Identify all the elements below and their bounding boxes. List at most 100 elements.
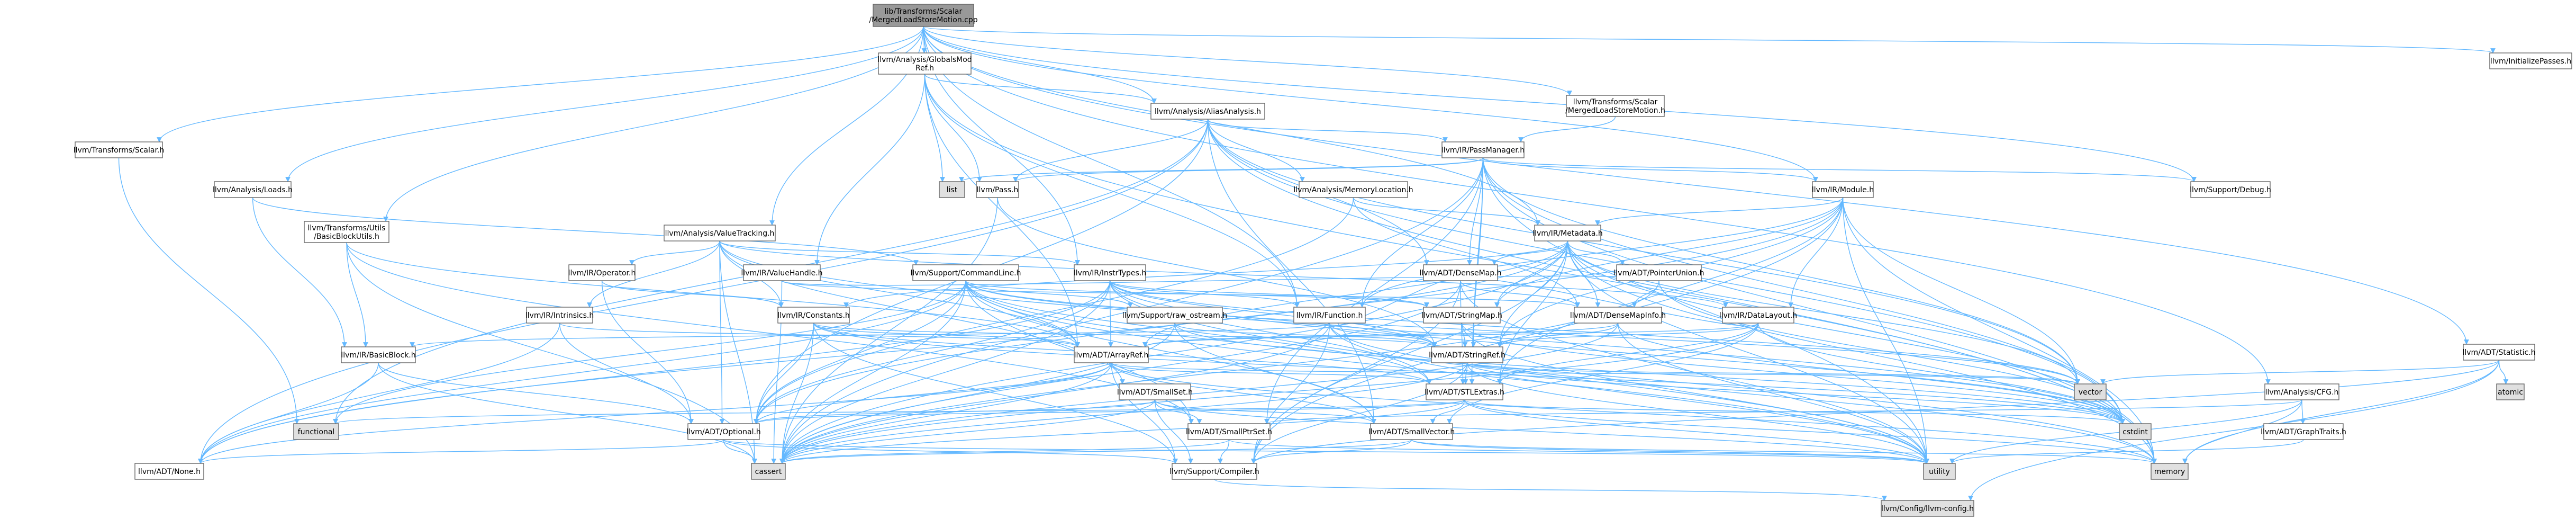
node-label: llvm/Config/llvm-config.h — [1881, 505, 1974, 513]
node-label: llvm/ADT/SmallPtrSet.h — [1186, 428, 1272, 436]
node-box — [743, 264, 821, 281]
node-label: llvm/Support/raw_ostream.h — [1122, 311, 1227, 320]
node-adt-small-set[interactable]: llvm/ADT/SmallSet.h — [1117, 383, 1193, 400]
edge-value_tracking-to-ir_inst_types — [719, 240, 1080, 265]
node-raw-ostream[interactable]: llvm/Support/raw_ostream.h — [1122, 307, 1227, 324]
node-transforms-scalar-mlsm[interactable]: llvm/Transforms/Scalar/MergedLoadStoreMo… — [1565, 95, 1665, 117]
node-label: llvm/IR/Intrinsics.h — [525, 311, 594, 320]
edge-ir_data_layout-to-adt_stl_extras — [1497, 323, 1759, 384]
edge-ir_inst_types-to-adt_optional — [754, 280, 1111, 424]
edge-command_line-to-adt_none — [198, 280, 966, 464]
node-value-tracking[interactable]: llvm/Analysis/ValueTracking.h — [664, 225, 776, 241]
node-label: llvm/IR/ValueHandle.h — [741, 269, 822, 278]
node-box — [2264, 383, 2339, 400]
node-analysis-loads[interactable]: llvm/Analysis/Loads.h — [213, 181, 293, 198]
node-label: /MergedLoadStoreMotion.h — [1565, 106, 1665, 115]
node-ir-module[interactable]: llvm/IR/Module.h — [1812, 181, 1874, 198]
node-cstdint: cstdint — [2119, 423, 2152, 440]
edge-ir_inst_types-to-adt_none — [198, 280, 1111, 464]
node-adt-array-ref[interactable]: llvm/ADT/ArrayRef.h — [1074, 346, 1149, 363]
edge-ir_module-to-vector — [1842, 197, 2080, 384]
edge-adt_small_vector-to-memory — [1411, 439, 2157, 464]
node-adt-string-map[interactable]: llvm/ADT/StringMap.h — [1421, 307, 1502, 324]
edge-adt_dense_map_info-to-cassert — [779, 323, 1619, 464]
node-memory-location[interactable]: llvm/Analysis/MemoryLocation.h — [1293, 181, 1413, 198]
node-label: functional — [298, 428, 335, 436]
edge-ir_inst_types-to-adt_array_ref — [1108, 280, 1113, 347]
edge-adt_statistic-to-llvm_config — [1968, 360, 2500, 501]
edge-ir_intrinsics-to-adt_optional — [559, 323, 694, 424]
edge-adt_graph_traits-to-utility — [1949, 439, 2304, 464]
edge-raw_ostream-to-adt_string_ref — [1174, 323, 1437, 347]
node-alias-analysis[interactable]: llvm/Analysis/AliasAnalysis.h — [1150, 103, 1265, 120]
node-support-compiler[interactable]: llvm/Support/Compiler.h — [1169, 463, 1259, 480]
node-label: llvm/ADT/GraphTraits.h — [2261, 428, 2346, 436]
edge-ir_module-to-utility — [1842, 197, 1929, 464]
edge-ir_module-to-ir_function — [1359, 197, 1844, 308]
node-ir-function[interactable]: llvm/IR/Function.h — [1293, 307, 1366, 324]
node-command-line[interactable]: llvm/Support/CommandLine.h — [911, 264, 1021, 281]
edge-root-to-initialize_passes — [923, 26, 2496, 53]
node-box — [1127, 307, 1223, 324]
edge-pass_manager-to-ir_function — [1359, 157, 1484, 308]
node-analysis-cfg[interactable]: llvm/Analysis/CFG.h — [2264, 383, 2339, 400]
node-adt-pointer-union[interactable]: llvm/ADT/PointerUnion.h — [1614, 264, 1704, 281]
node-box — [1423, 264, 1498, 281]
node-adt-statistic[interactable]: llvm/ADT/Statistic.h — [2462, 344, 2536, 361]
node-box — [1616, 264, 1702, 281]
edge-ir_inst_types-to-ir_function — [1109, 280, 1300, 308]
node-label: llvm/IR/Constants.h — [777, 311, 850, 320]
node-ir-operator[interactable]: llvm/IR/Operator.h — [568, 264, 636, 281]
node-label: llvm/Analysis/GlobalsMod — [877, 56, 972, 64]
node-pass[interactable]: llvm/Pass.h — [976, 181, 1019, 198]
node-label: llvm/IR/Metadata.h — [1532, 229, 1603, 238]
edge-adt_stl_extras-to-adt_optional — [754, 399, 1465, 424]
node-adt-string-ref[interactable]: llvm/ADT/StringRef.h — [1429, 346, 1505, 363]
node-adt-none[interactable]: llvm/ADT/None.h — [134, 463, 204, 480]
node-adt-graph-traits[interactable]: llvm/ADT/GraphTraits.h — [2261, 423, 2346, 440]
edge-support_compiler-to-llvm_config — [1214, 479, 1887, 501]
node-ir-intrinsics[interactable]: llvm/IR/Intrinsics.h — [525, 307, 594, 324]
node-box — [687, 423, 760, 440]
edge-adt_small_set-to-utility — [1154, 399, 1929, 464]
edge-adt_array_ref-to-adt_optional — [754, 362, 1112, 424]
node-adt-stl-extras[interactable]: llvm/ADT/STLExtras.h — [1425, 383, 1504, 400]
node-adt-small-ptr-set[interactable]: llvm/ADT/SmallPtrSet.h — [1186, 423, 1272, 440]
edge-root-to-adt_statistic — [923, 26, 2469, 345]
edge-command_line-to-functional — [333, 280, 966, 424]
edge-adt_string_ref-to-cstdint — [1466, 362, 2125, 424]
node-ir-inst-types[interactable]: llvm/IR/InstrTypes.h — [1074, 264, 1146, 281]
node-ir-constants[interactable]: llvm/IR/Constants.h — [777, 307, 850, 324]
node-initialize-passes[interactable]: llvm/InitializePasses.h — [2489, 52, 2572, 69]
node-ir-metadata[interactable]: llvm/IR/Metadata.h — [1532, 225, 1603, 241]
edge-root-to-analysis_cfg — [923, 26, 2271, 384]
node-pass-manager[interactable]: llvm/IR/PassManager.h — [1441, 141, 1525, 158]
node-box — [1426, 383, 1503, 400]
node-ir-basic-block[interactable]: llvm/IR/BasicBlock.h — [341, 346, 416, 363]
edge-alias_analysis-to-adt_none — [198, 119, 1209, 464]
edge-adt_small_ptr_set-to-utility — [1228, 439, 1929, 464]
edge-pass_manager-to-ir_module — [1482, 157, 1818, 182]
node-ir-data-layout[interactable]: llvm/IR/DataLayout.h — [1719, 307, 1797, 324]
edge-ir_metadata-to-ir_constants — [843, 240, 1568, 308]
edge-adt_small_set-to-adt_small_ptr_set — [1154, 399, 1202, 424]
edge-ir_function-to-utility — [1329, 323, 1929, 464]
node-support-debug[interactable]: llvm/Support/Debug.h — [2190, 181, 2271, 198]
node-root: lib/Transforms/Scalar/MergedLoadStoreMot… — [869, 4, 978, 27]
node-box — [1431, 346, 1503, 363]
node-box — [1074, 264, 1146, 281]
node-adt-small-vector[interactable]: llvm/ADT/SmallVector.h — [1368, 423, 1455, 440]
node-adt-optional[interactable]: llvm/ADT/Optional.h — [686, 423, 761, 440]
edge-adt_dense_map_info-to-adt_array_ref — [1142, 323, 1619, 347]
edge-command_line-to-memory — [965, 280, 2157, 464]
node-ir-value-handle[interactable]: llvm/IR/ValueHandle.h — [741, 264, 823, 281]
node-adt-dense-map-info[interactable]: llvm/ADT/DenseMapInfo.h — [1570, 307, 1666, 324]
node-basic-block-utils[interactable]: llvm/Transforms/Utils/BasicBlockUtils.h — [304, 221, 389, 243]
edge-adt_array_ref-to-memory — [1111, 362, 2157, 464]
node-adt-dense-map[interactable]: llvm/ADT/DenseMap.h — [1419, 264, 1502, 281]
edge-command_line-to-adt_optional — [754, 280, 966, 424]
node-label: vector — [2079, 388, 2102, 397]
edges-layer — [118, 26, 2509, 501]
node-transforms-scalar[interactable]: llvm/Transforms/Scalar.h — [74, 141, 165, 158]
